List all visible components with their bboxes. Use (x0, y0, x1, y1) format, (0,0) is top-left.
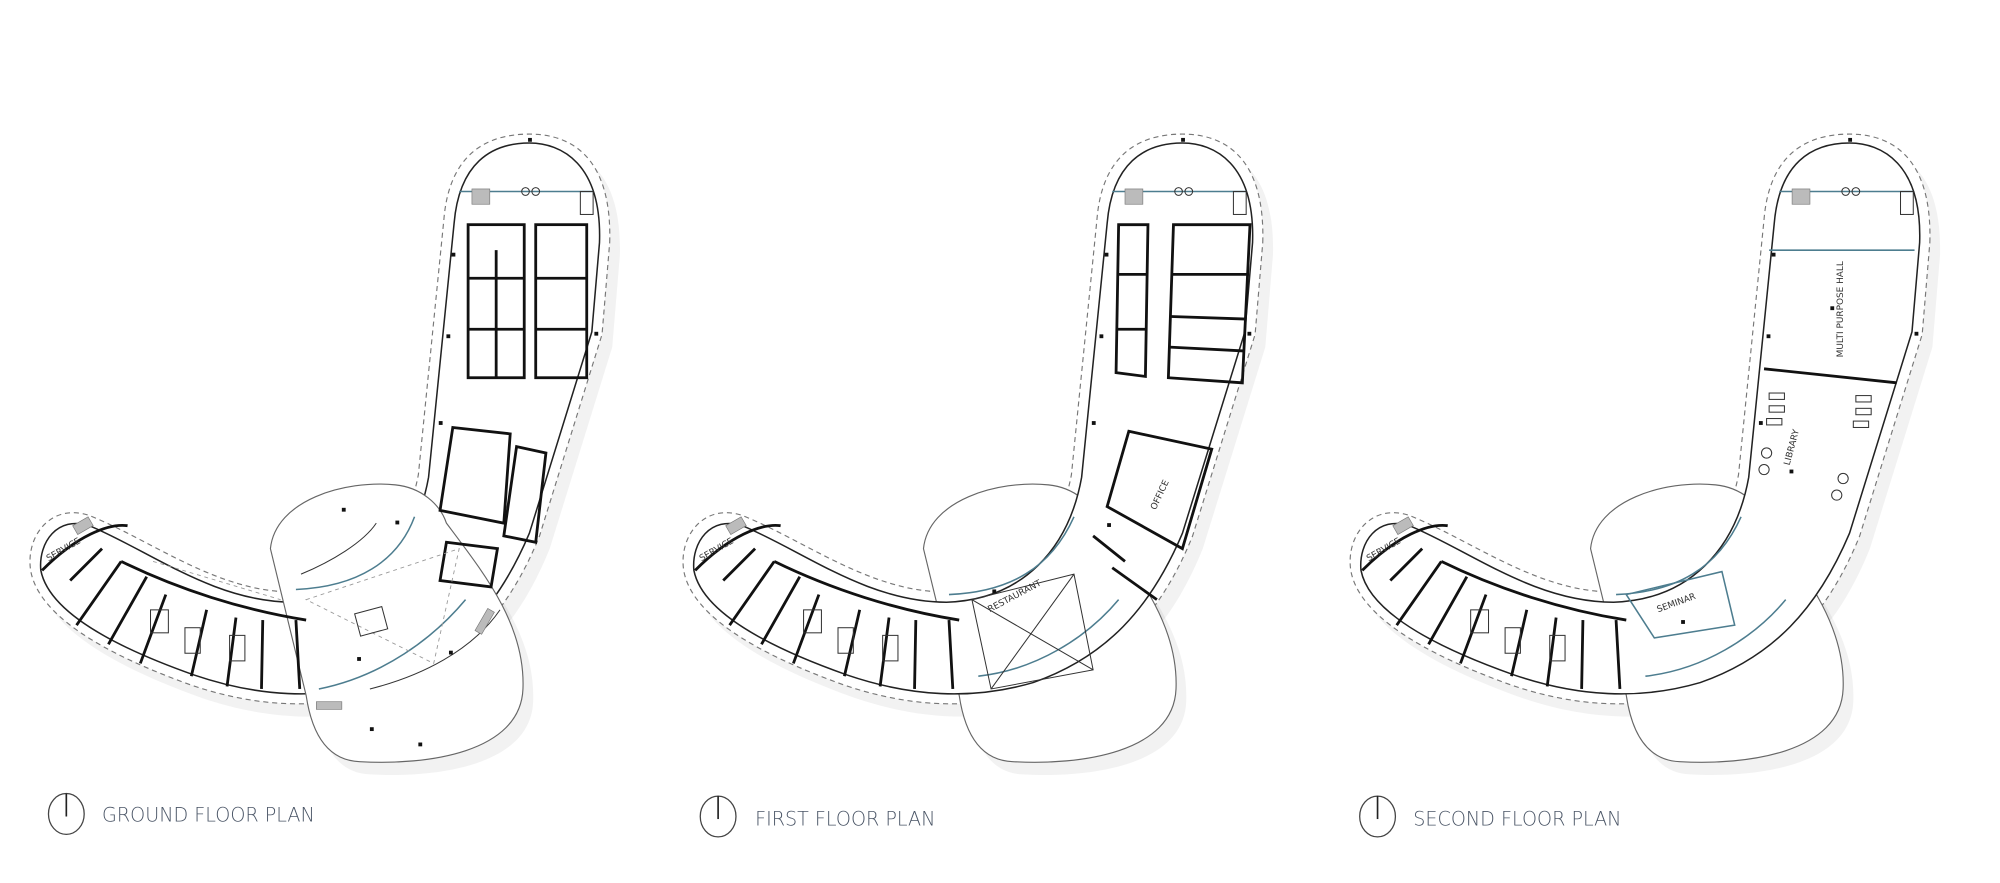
north-arrow-icon (47, 792, 85, 835)
second-floor-plan: SERVICE SEMINAR LIBRARY MULTI PURPOSE HA… (1349, 133, 1941, 776)
plan-title-second: SECOND FLOOR PLAN (1359, 795, 1621, 838)
first-tower-rooms (971, 223, 1252, 690)
north-arrow-icon (699, 795, 737, 838)
plan-title-ground: GROUND FLOOR PLAN (47, 792, 315, 835)
north-arrow-icon (1359, 795, 1397, 838)
ground-floor-plan: SERVICE (29, 133, 621, 776)
plan-title: GROUND FLOOR PLAN (102, 804, 315, 827)
room-label-multi-purpose-hall: MULTI PURPOSE HALL (1836, 261, 1846, 357)
ground-tower-rooms (152, 223, 589, 710)
plan-title-first: FIRST FLOOR PLAN (699, 795, 935, 838)
first-floor-plan: SERVICE RESTAURANT OFFICE (682, 133, 1274, 776)
second-tower-rooms (1625, 249, 1915, 639)
plan-title: SECOND FLOOR PLAN (1413, 807, 1621, 830)
plan-title: FIRST FLOOR PLAN (755, 807, 935, 830)
